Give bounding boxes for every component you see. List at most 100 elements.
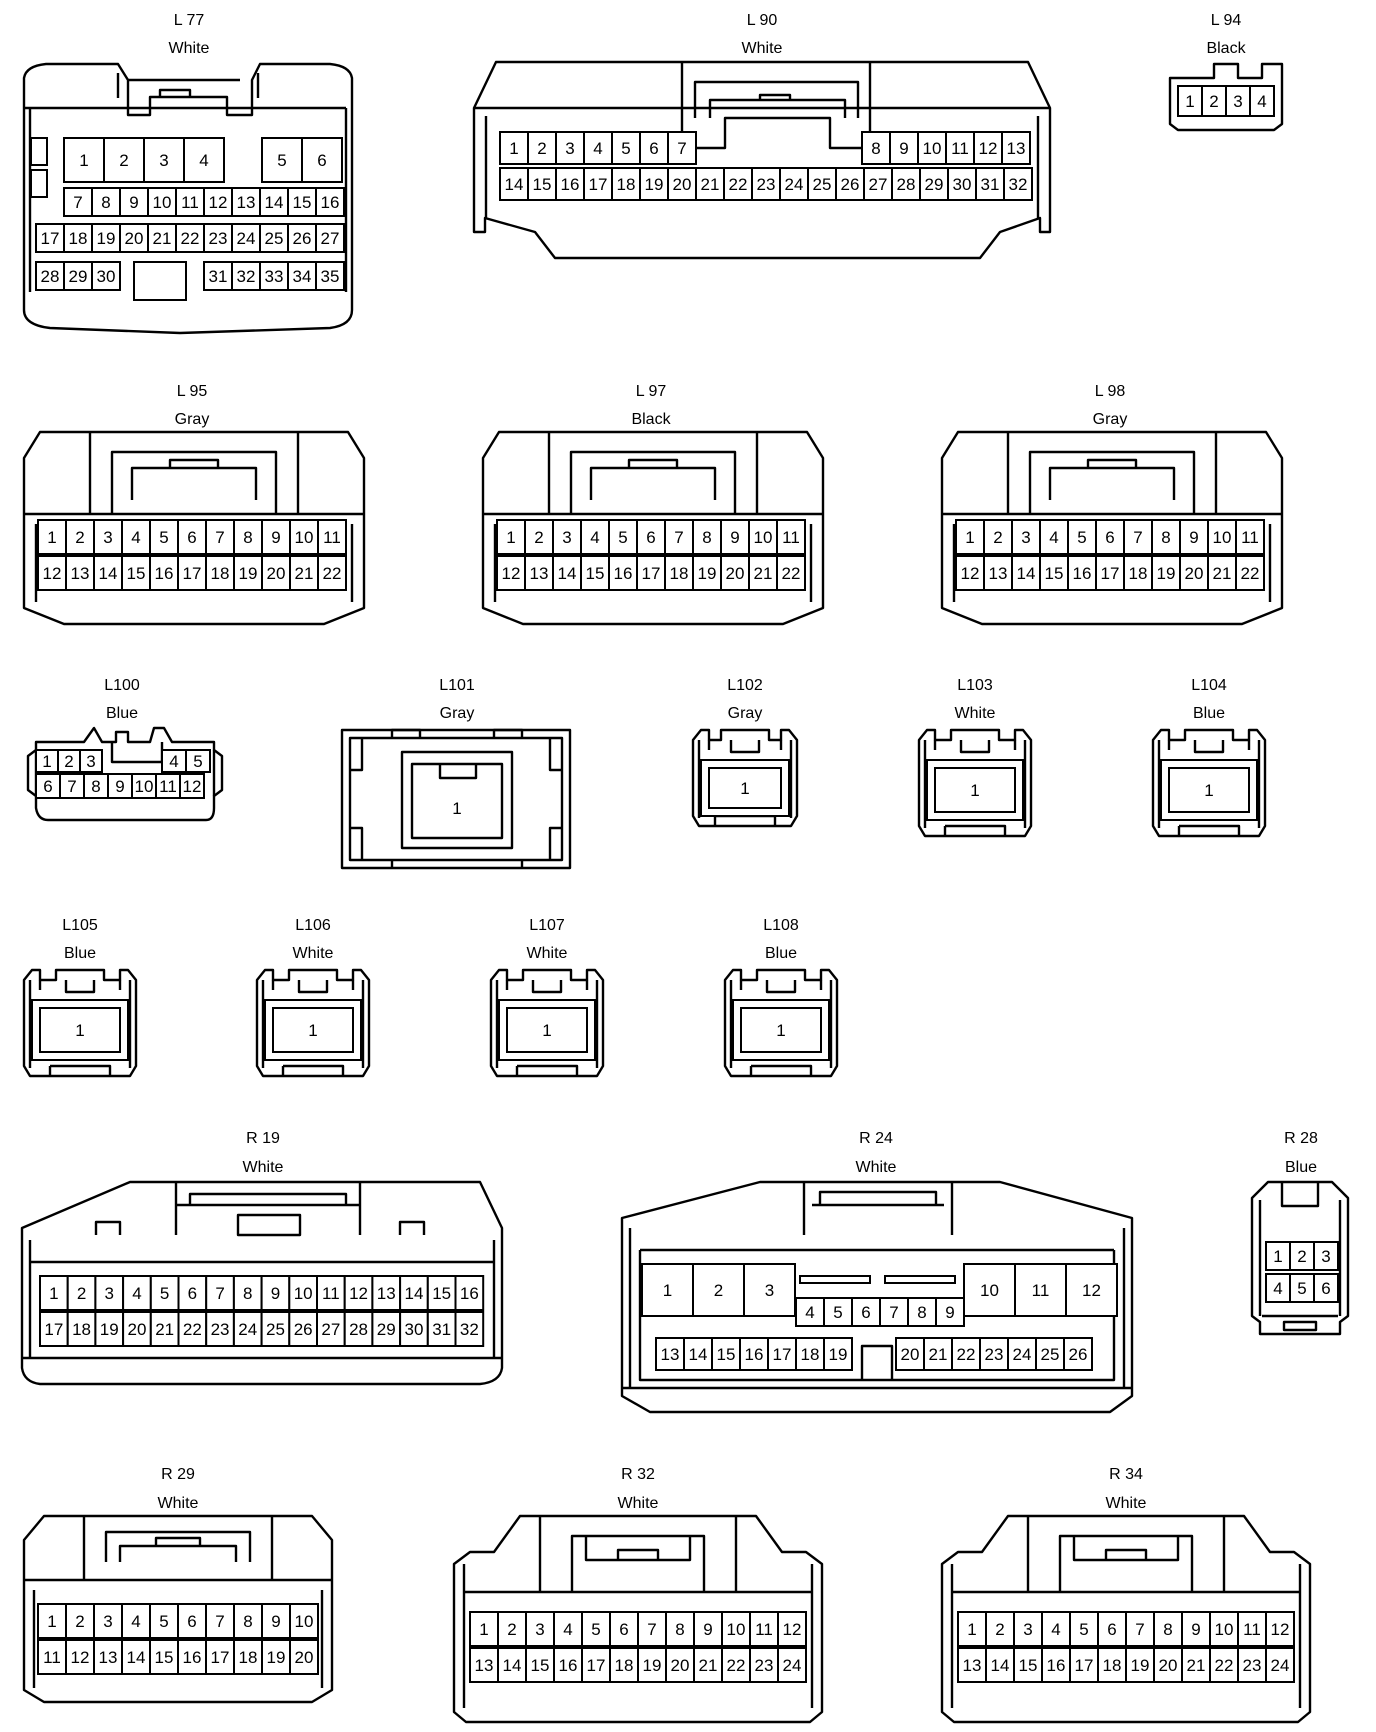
pin-number: 11 bbox=[1243, 1620, 1261, 1639]
pin-cell: 8 bbox=[233, 519, 263, 555]
pin-number: 3 bbox=[1023, 1620, 1032, 1639]
pin-cell: 2 bbox=[66, 1275, 97, 1311]
pin-number: 6 bbox=[649, 139, 658, 158]
pin-number: 6 bbox=[1107, 1620, 1116, 1639]
pin-cell: 9 bbox=[693, 1611, 723, 1647]
pin-number: 9 bbox=[1189, 528, 1198, 547]
pin-number: 23 bbox=[757, 175, 776, 194]
pin-cell: 18 bbox=[795, 1337, 825, 1371]
pin-number: 12 bbox=[502, 564, 521, 583]
connector-id-label: R 34 bbox=[1109, 1466, 1143, 1483]
pin-cell: 20 bbox=[119, 223, 149, 253]
pin-cell: 10 bbox=[917, 131, 947, 165]
pin-number: 2 bbox=[714, 1281, 723, 1300]
pin-number: 3 bbox=[86, 752, 95, 771]
pin-cell: 27 bbox=[315, 223, 345, 253]
pin-number: 23 bbox=[209, 229, 228, 248]
pin-cell: 9 bbox=[260, 1275, 291, 1311]
connector-color-label: Blue bbox=[106, 705, 138, 722]
pin-number: 5 bbox=[159, 1612, 168, 1631]
pin-number: 8 bbox=[871, 139, 880, 158]
pin-cell: 15 bbox=[287, 187, 317, 217]
pin-cell: 8 bbox=[861, 131, 891, 165]
pin-cell: 19 bbox=[261, 1639, 291, 1675]
pin-cell: 7 bbox=[205, 1603, 235, 1639]
pin-number: 15 bbox=[717, 1345, 736, 1364]
pin-cell: 22 bbox=[175, 223, 205, 253]
pin-cell: 6 bbox=[301, 137, 343, 183]
pin-number: 19 bbox=[643, 1656, 662, 1675]
pin-cell: 2 bbox=[57, 749, 81, 773]
pin-number: 15 bbox=[155, 1648, 174, 1667]
pin-number: 14 bbox=[503, 1656, 522, 1675]
pin-cell: 14 bbox=[683, 1337, 713, 1371]
pin-cell: 11 bbox=[776, 519, 806, 555]
pin-number: 1 bbox=[776, 1021, 785, 1040]
connector-housing bbox=[620, 1180, 1134, 1414]
pin-cell: 5 bbox=[261, 137, 303, 183]
connector-color-label: Gray bbox=[728, 705, 763, 722]
connector-id-label: L 90 bbox=[747, 12, 778, 29]
pin-number: 2 bbox=[64, 752, 73, 771]
pin-cell: 27 bbox=[863, 167, 893, 201]
pin-cell: 13 bbox=[1001, 131, 1031, 165]
pin-number: 8 bbox=[91, 777, 100, 796]
pin-cell: 21 bbox=[147, 223, 177, 253]
pin-number: 4 bbox=[1051, 1620, 1060, 1639]
pin-number: 2 bbox=[119, 151, 128, 170]
pin-cell: 26 bbox=[835, 167, 865, 201]
pin-number: 1 bbox=[965, 528, 974, 547]
pin-number: 32 bbox=[237, 267, 256, 286]
pin-number: 7 bbox=[73, 193, 82, 212]
pin-number: 7 bbox=[889, 1303, 898, 1322]
pin-number: 6 bbox=[646, 528, 655, 547]
pin-number: 4 bbox=[131, 528, 140, 547]
pin-cell: 14 bbox=[499, 167, 529, 201]
pin-number: 16 bbox=[155, 564, 174, 583]
connector-id-label: L103 bbox=[957, 677, 993, 694]
pin-number: 13 bbox=[661, 1345, 680, 1364]
pin-cell: 5 bbox=[823, 1297, 853, 1327]
pin-cell: 7 bbox=[667, 131, 697, 165]
pin-cell: 16 bbox=[555, 167, 585, 201]
connector-color-label: Gray bbox=[175, 411, 210, 428]
pin-number: 8 bbox=[702, 528, 711, 547]
pin-cell: 29 bbox=[919, 167, 949, 201]
pin-cell: 15 bbox=[149, 1639, 179, 1675]
connector-housing bbox=[940, 1514, 1312, 1724]
pin-cell: 17 bbox=[767, 1337, 797, 1371]
pin-number: 23 bbox=[1243, 1656, 1262, 1675]
pin-cell: 4 bbox=[1039, 519, 1069, 555]
connector-id-label: L100 bbox=[104, 677, 140, 694]
connector-color-label: Black bbox=[631, 411, 671, 428]
pin-cell: 16 bbox=[315, 187, 345, 217]
pin-number: 17 bbox=[773, 1345, 792, 1364]
connector-color-label: White bbox=[169, 40, 210, 57]
pin-number: 10 bbox=[923, 139, 942, 158]
pin-cell: 22 bbox=[721, 1647, 751, 1683]
pin-number: 32 bbox=[460, 1320, 479, 1339]
pin-cell: 5 bbox=[149, 1275, 180, 1311]
pin-number: 3 bbox=[565, 139, 574, 158]
pin-number: 31 bbox=[432, 1320, 451, 1339]
pin-cell: 28 bbox=[35, 261, 65, 291]
pin-number: 26 bbox=[1069, 1345, 1088, 1364]
pin-cell: 6 bbox=[639, 131, 669, 165]
pin-cell: 19 bbox=[823, 1337, 853, 1371]
pin-cell: 2 bbox=[527, 131, 557, 165]
pin-number: 2 bbox=[77, 1284, 86, 1303]
pin-number: 1 bbox=[75, 1021, 84, 1040]
pin-cell: 35 bbox=[315, 261, 345, 291]
pin-number: 5 bbox=[1297, 1279, 1306, 1298]
pin-number: 3 bbox=[1021, 528, 1030, 547]
pin-cell: 26 bbox=[288, 1311, 318, 1347]
pin-number: 19 bbox=[239, 564, 258, 583]
pin-number: 4 bbox=[1273, 1279, 1282, 1298]
pin-cell: 19 bbox=[692, 555, 722, 591]
pin-cell: 31 bbox=[203, 261, 233, 291]
pin-cell: 21 bbox=[149, 1311, 180, 1347]
connector-housing bbox=[472, 60, 1052, 260]
pin-number: 8 bbox=[243, 1612, 252, 1631]
